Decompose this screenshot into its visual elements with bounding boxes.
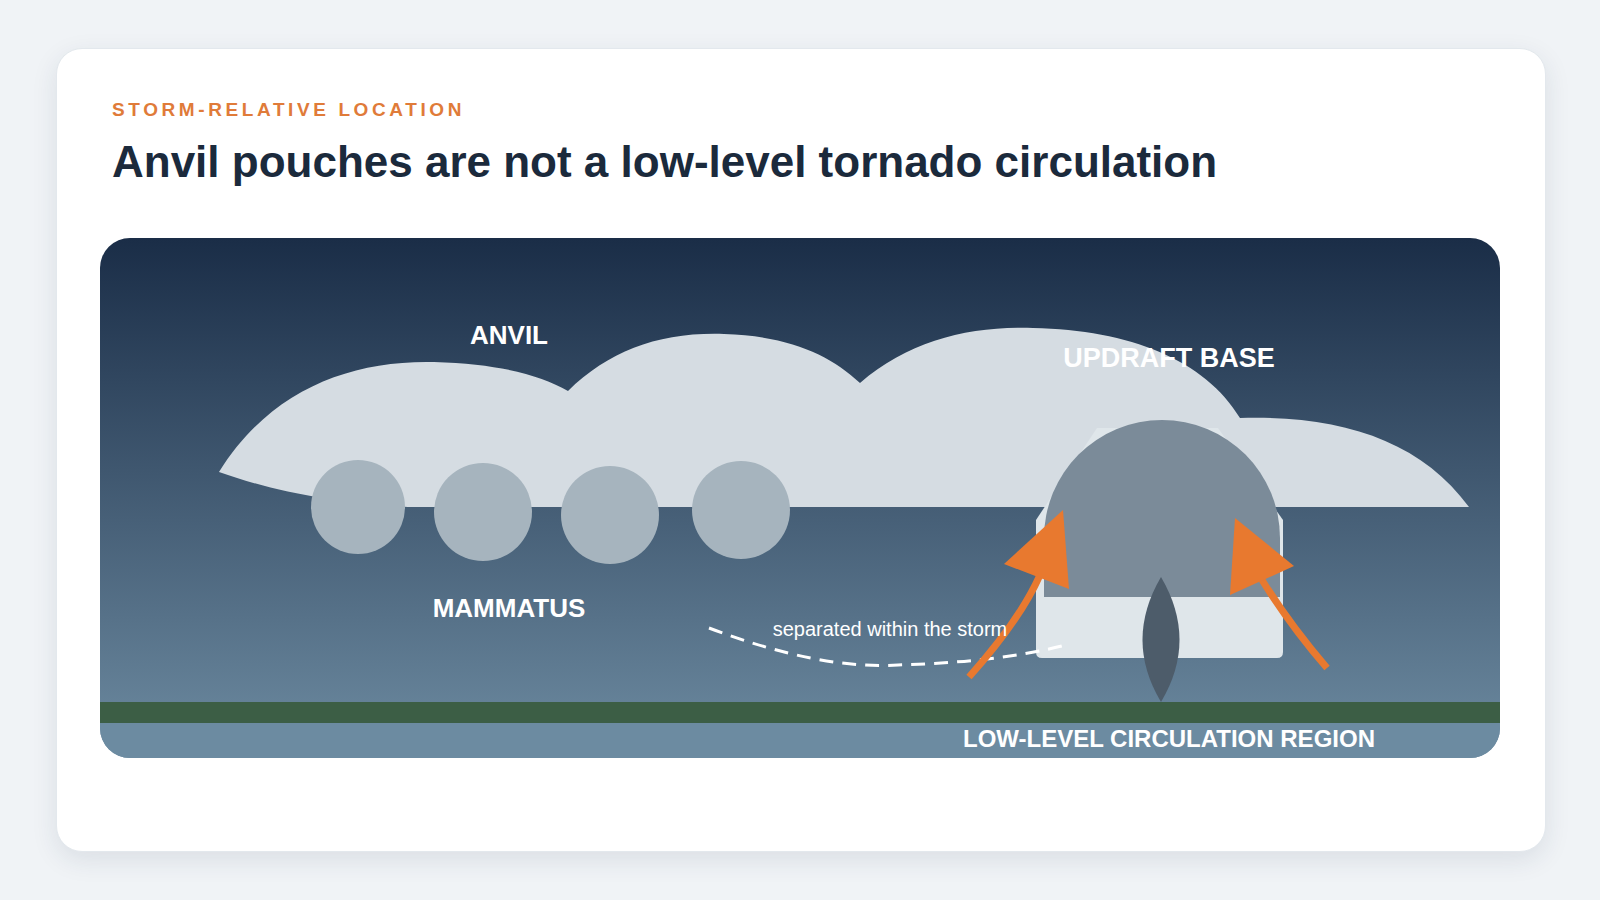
inflow-arrow	[1262, 580, 1327, 668]
ground-base	[100, 723, 1500, 758]
arrow-head	[1004, 510, 1069, 589]
note: separated within the storm	[720, 617, 1060, 641]
funnel-shape	[1143, 577, 1180, 702]
part-label: UPDRAFT BASE	[989, 342, 1349, 374]
arrow-head	[1230, 518, 1294, 595]
mammatus-pouch	[561, 466, 659, 564]
part-label: ANVIL	[359, 320, 659, 351]
kicker: STORM-RELATIVE LOCATION	[112, 99, 1012, 122]
part-label: MAMMATUS	[359, 593, 659, 624]
mammatus-pouch	[692, 461, 790, 559]
title: Anvil pouches are not a low-level tornad…	[112, 136, 1512, 189]
sky-panel	[100, 238, 1500, 758]
region-label: LOW-LEVEL CIRCULATION REGION	[909, 725, 1429, 754]
mammatus-pouch	[434, 463, 532, 561]
ground-strip	[100, 702, 1500, 723]
mammatus-pouch	[311, 460, 405, 554]
anvil-cloud	[219, 328, 1469, 507]
